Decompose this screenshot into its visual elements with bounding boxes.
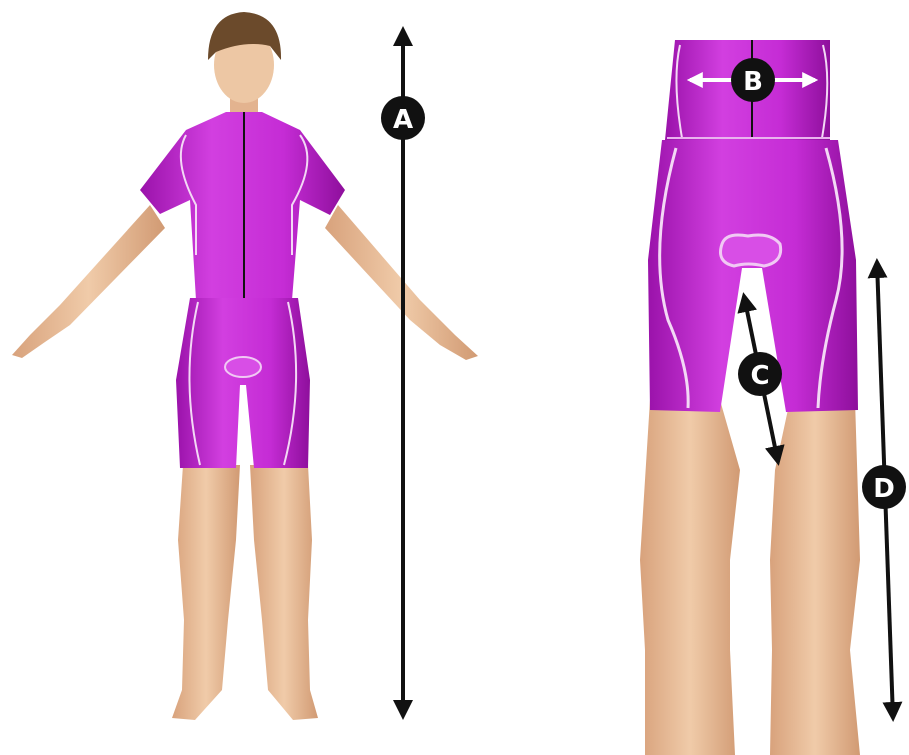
closeup-chamois — [721, 235, 781, 266]
measurement-d: D — [862, 262, 906, 718]
label-d: D — [873, 474, 895, 504]
shorts-chamois — [225, 357, 261, 377]
right-leg — [250, 465, 318, 720]
left-arm — [12, 205, 165, 358]
label-b-badge: B — [731, 58, 775, 102]
label-c: C — [750, 361, 769, 391]
label-a: A — [393, 105, 413, 135]
left-leg — [172, 465, 240, 720]
label-a-badge: A — [381, 96, 425, 140]
closeup-figure — [640, 40, 860, 755]
label-b: B — [743, 67, 763, 97]
label-c-badge: C — [738, 352, 782, 396]
label-d-badge: D — [862, 465, 906, 509]
measurement-a: A — [381, 30, 425, 716]
closeup-right-leg — [770, 400, 860, 755]
closeup-left-leg — [640, 400, 740, 755]
jersey — [140, 112, 345, 300]
